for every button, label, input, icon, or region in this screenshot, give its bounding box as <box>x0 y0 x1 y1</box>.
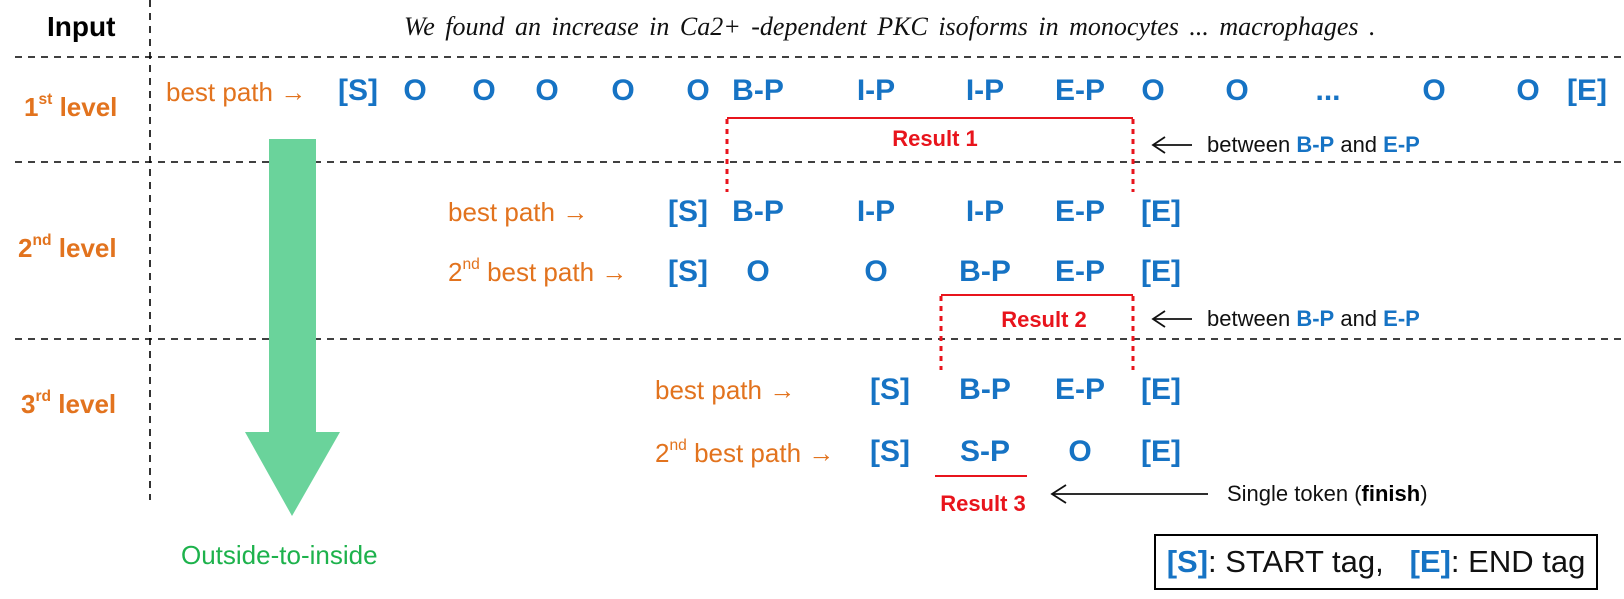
tag-l3b-2: E-P <box>1054 373 1106 406</box>
tag-l1-4: O <box>611 74 635 107</box>
tag-l3s-1: S-P <box>959 435 1011 468</box>
tag-l1-7: I-P <box>856 74 896 107</box>
tag-l2b-2: I-P <box>856 195 896 228</box>
between-annotation-2: between B-P and E-P <box>1207 306 1420 331</box>
tag-l3s-0: [S] <box>870 435 910 468</box>
result-3-label: Result 3 <box>940 491 1026 516</box>
tag-l3b-1: B-P <box>959 373 1011 406</box>
tag-l2b-3: I-P <box>965 195 1005 228</box>
tag-l2b-1: B-P <box>732 195 784 228</box>
tag-l2s-4: E-P <box>1054 255 1106 288</box>
tag-l1-8: I-P <box>965 74 1005 107</box>
tag-l2s-0: [S] <box>668 255 708 288</box>
tag-l2s-1: O <box>746 255 770 288</box>
tag-l1-2: O <box>472 74 496 107</box>
input-label: Input <box>47 11 116 42</box>
annotation-arrow-1 <box>1151 136 1192 154</box>
tag-l1-6: B-P <box>732 74 784 107</box>
outside-to-inside-arrow <box>245 139 340 516</box>
outside-to-inside-label: Outside-to-inside <box>181 540 378 570</box>
second-best-path-label-l3: 2nd best path → <box>655 437 835 468</box>
result-1-label: Result 1 <box>892 126 978 151</box>
annotation-arrow-2 <box>1151 310 1192 328</box>
tag-l2s-3: B-P <box>959 255 1011 288</box>
tag-l2b-5: [E] <box>1141 195 1181 228</box>
tag-l1-12: ... <box>1315 74 1341 107</box>
tag-legend: [S]: START tag, [E]: END tag <box>1154 534 1598 590</box>
tag-l1-13: O <box>1422 74 1446 107</box>
tag-l1-1: O <box>403 74 427 107</box>
best-path-label-l1: best path → <box>166 77 307 107</box>
between-annotation-1: between B-P and E-P <box>1207 132 1420 157</box>
tag-l1-3: O <box>535 74 559 107</box>
tag-l2b-4: E-P <box>1054 195 1106 228</box>
tag-l1-15: [E] <box>1567 74 1607 107</box>
best-path-label-l3: best path → <box>655 375 796 405</box>
tag-l2s-2: O <box>864 255 888 288</box>
level-3-label: 3rd level <box>21 388 117 419</box>
tag-l3s-3: [E] <box>1141 435 1181 468</box>
tag-l1-14: O <box>1516 74 1540 107</box>
tag-l1-5: O <box>686 74 710 107</box>
second-best-path-label-l2: 2nd best path → <box>448 256 628 287</box>
tag-l1-10: O <box>1141 74 1165 107</box>
tag-l1-0: [S] <box>338 74 378 107</box>
tag-l1-9: E-P <box>1054 74 1106 107</box>
tag-l1-11: O <box>1225 74 1249 107</box>
tag-l3s-2: O <box>1068 435 1092 468</box>
best-path-label-l2: best path → <box>448 197 589 227</box>
tag-l3b-0: [S] <box>870 373 910 406</box>
single-token-annotation: Single token (finish) <box>1227 481 1428 506</box>
tag-l2s-5: [E] <box>1141 255 1181 288</box>
input-sentence: We found an increase in Ca2+ -dependent … <box>404 12 1376 41</box>
level-1-label: 1st level <box>24 91 118 122</box>
level-2-label: 2nd level <box>18 232 117 263</box>
result-2-label: Result 2 <box>1001 307 1087 332</box>
tag-l2b-0: [S] <box>668 195 708 228</box>
tag-l3b-3: [E] <box>1141 373 1181 406</box>
annotation-arrow-3 <box>1050 484 1208 504</box>
